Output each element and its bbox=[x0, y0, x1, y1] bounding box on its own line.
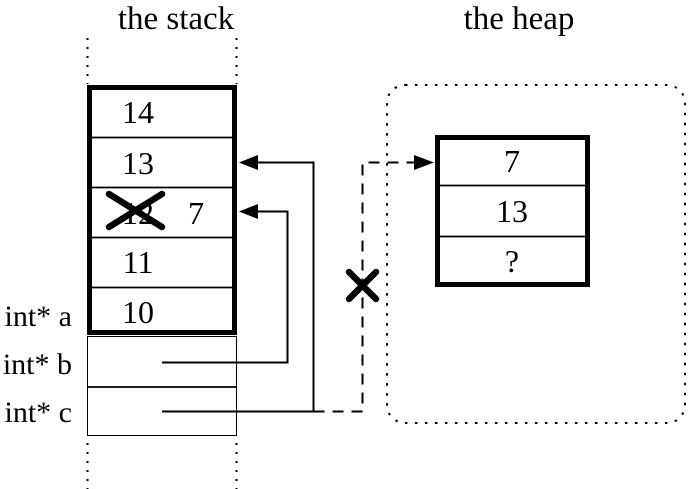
pointer-label-c: int* c bbox=[4, 396, 73, 429]
stack-cell-3-value: 11 bbox=[122, 244, 154, 280]
stack-cell-2-old-value: 12 bbox=[122, 195, 154, 231]
freed-pointer-x-icon bbox=[345, 268, 380, 303]
dangling-pointer-arrowhead-icon bbox=[414, 155, 434, 170]
heap-cell-2-value: ? bbox=[504, 243, 520, 279]
stack-title: the stack bbox=[117, 1, 235, 37]
pointer-label-b: int* b bbox=[2, 348, 72, 381]
heap-title: the heap bbox=[463, 1, 575, 37]
stack-cell-1-value: 13 bbox=[122, 145, 154, 181]
stack-cell-0-value: 14 bbox=[122, 94, 154, 130]
pointer-label-a: int* a bbox=[4, 300, 73, 333]
stack-cell-2-new-value: 7 bbox=[188, 195, 204, 231]
heap-cell-0-value: 7 bbox=[504, 143, 520, 179]
pointer-b-arrowhead-icon bbox=[239, 204, 258, 219]
freed-pointer-x-icon bbox=[345, 268, 380, 303]
pointer-c-arrowhead-icon bbox=[239, 155, 258, 170]
heap-cell-1-value: 13 bbox=[496, 193, 528, 229]
dangling-pointer-dashed-line bbox=[313, 161, 416, 413]
stack-cell-4-value: 10 bbox=[122, 294, 154, 330]
pointer-rows-box bbox=[87, 336, 237, 436]
